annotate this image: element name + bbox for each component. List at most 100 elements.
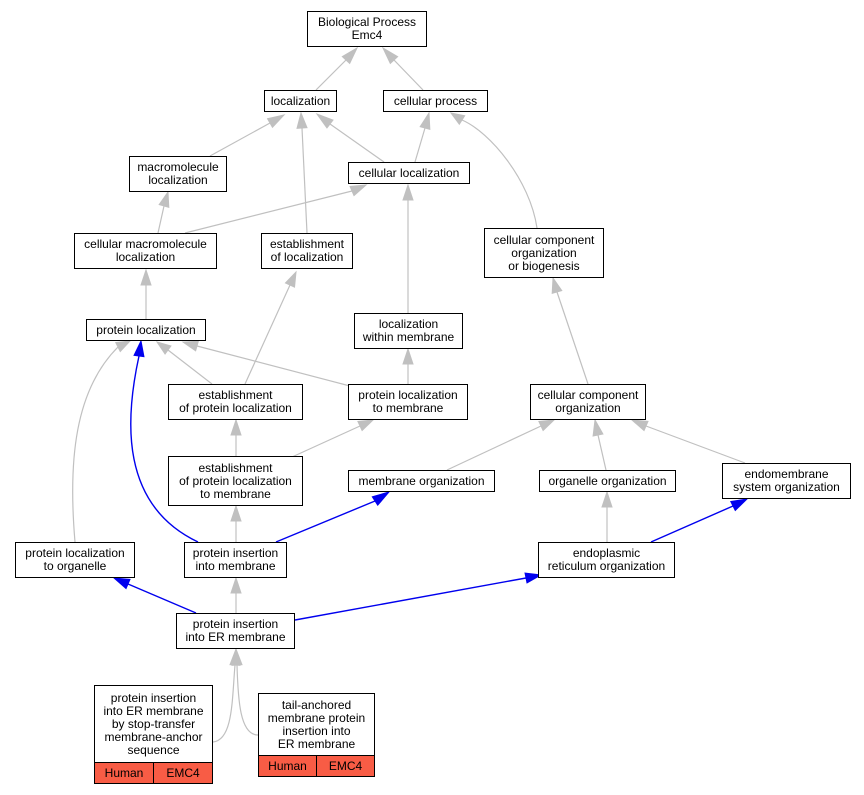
node-label-line: cellular process — [393, 93, 478, 108]
leaf-label-line: ER membrane — [277, 737, 356, 751]
leaf-label-line: protein insertion — [110, 691, 197, 705]
edge-pier-er-organization — [294, 572, 543, 621]
leaf-label-line: insertion into — [282, 724, 351, 738]
edge-pltm-protein-localization — [181, 340, 351, 387]
edge-organelle-organization-cco — [592, 418, 607, 471]
node-membrane-organization[interactable]: membrane organization — [348, 470, 495, 492]
node-label-line: to membrane — [200, 486, 271, 501]
node-label-line: Biological Process — [317, 15, 417, 29]
node-label-line: protein insertion — [192, 546, 279, 560]
edge-ccob-cellular-process — [449, 112, 538, 229]
node-cellular-process[interactable]: cellular process — [383, 90, 488, 112]
edge-cellular-process-root — [381, 46, 424, 91]
edge-eplm-pltm — [291, 419, 375, 458]
edge-eplm-epl — [230, 418, 242, 456]
node-label-line: protein localization — [25, 546, 125, 560]
edge-tail-anchored-pier — [231, 647, 259, 736]
node-label-line: of protein localization — [179, 473, 292, 488]
node-label-line: establishment — [269, 237, 345, 251]
edge-cellular-localization-localization — [315, 112, 385, 163]
edge-pim-eplm — [230, 504, 242, 542]
node-organelle-organization[interactable]: organelle organization — [539, 470, 676, 492]
gene-tag[interactable]: EMC4 — [316, 756, 374, 776]
node-label-line: endoplasmic — [572, 546, 641, 560]
edge-pim-membrane-organization — [275, 491, 391, 543]
node-label-line: or biogenesis — [508, 258, 580, 273]
node-cellular-localization[interactable]: cellular localization — [348, 162, 470, 184]
node-label-line: within membrane — [362, 330, 455, 344]
node-label-line: system organization — [733, 480, 840, 494]
edge-cellular-localization-cellular-process — [414, 111, 431, 163]
edge-epl-establishment-localization — [244, 270, 297, 385]
node-label-line: cellular component — [493, 232, 595, 247]
leaf-label-line: tail-anchored — [281, 698, 352, 712]
node-label-line: localization — [270, 93, 331, 108]
leaf-label-line: into ER membrane — [103, 704, 204, 718]
node-label-line: localization — [115, 250, 176, 264]
node-localization[interactable]: localization — [264, 90, 337, 112]
node-label-line: localization — [378, 317, 439, 331]
node-label-line: protein localization — [358, 388, 458, 402]
edge-pltm-localization-within-membrane — [402, 347, 414, 384]
node-label-line: Emc4 — [351, 28, 383, 42]
leaf-label-line: membrane protein — [267, 711, 366, 725]
leaf-label-line: membrane-anchor — [104, 730, 203, 744]
edge-cellular-macromolecule-macromolecule — [157, 190, 170, 234]
edge-pier-plto — [112, 577, 197, 614]
species-tag[interactable]: Human — [95, 763, 153, 783]
edge-plto-protein-localization — [72, 340, 132, 543]
edge-pim-protein-localization — [130, 339, 199, 543]
edge-establishment-localization — [296, 111, 308, 234]
edge-cellular-macromolecule-cellular-localization — [184, 184, 368, 234]
node-label-line: organization — [555, 401, 621, 415]
edge-protein-localization-cellular-macromolecule — [140, 268, 152, 319]
node-label-line: establishment — [198, 388, 273, 402]
node-label-line: protein localization — [96, 322, 196, 337]
edge-epl-protein-localization — [155, 341, 213, 385]
node-label-line: establishment — [198, 460, 273, 475]
gene-tag[interactable]: EMC4 — [153, 763, 212, 783]
node-label-line: of localization — [270, 250, 344, 264]
node-label-line: into ER membrane — [185, 630, 286, 644]
node-label-line: protein insertion — [192, 617, 279, 631]
node-label-line: cellular localization — [358, 165, 460, 180]
node-label-line: to membrane — [372, 401, 444, 415]
node-label-line: organelle organization — [548, 473, 667, 488]
edge-localization-root — [315, 46, 359, 91]
edge-er-organization-endomembrane — [650, 498, 749, 543]
node-label-line: of protein localization — [179, 401, 292, 415]
node-label-line: organization — [511, 245, 577, 260]
node-protein-localization[interactable]: protein localization — [86, 319, 206, 341]
node-label-line: endomembrane — [744, 467, 829, 481]
edge-endomembrane-cco — [630, 419, 746, 464]
species-tag[interactable]: Human — [259, 756, 316, 776]
leaf-label-line: sequence — [127, 743, 180, 757]
edge-localization-within-membrane — [402, 183, 414, 313]
edge-cco-ccob — [551, 276, 589, 385]
edge-pier-pim — [230, 576, 242, 613]
leaf-label-line: by stop-transfer — [111, 717, 196, 731]
node-label-line: to organelle — [43, 559, 107, 573]
node-label-line: localization — [148, 173, 208, 187]
edge-er-organization-organelle — [601, 490, 613, 542]
node-label-line: membrane organization — [358, 473, 485, 488]
node-label-line: reticulum organization — [547, 559, 666, 573]
